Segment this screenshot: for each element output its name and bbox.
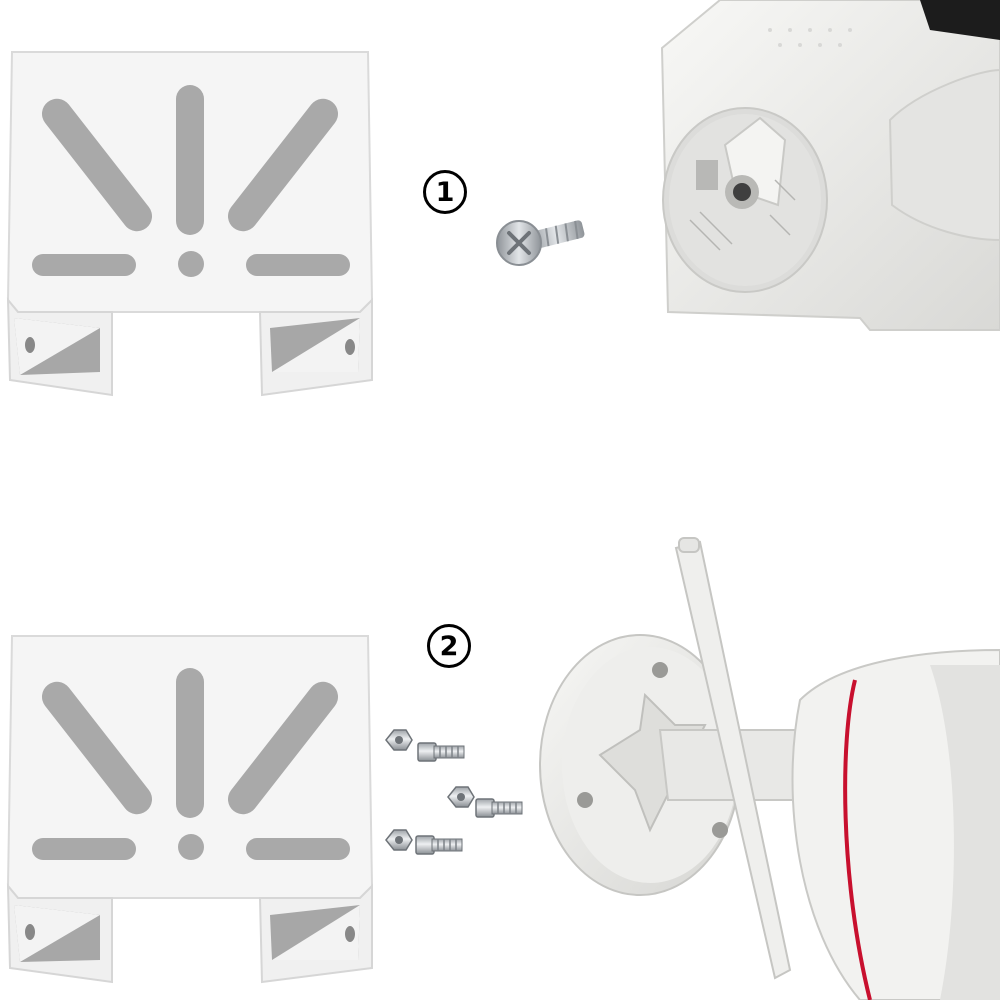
bolt-set — [385, 729, 523, 855]
bullet-camera — [539, 537, 1000, 1000]
step-1-illustration — [6, 0, 1000, 397]
step-2-number-badge: 2 — [427, 624, 471, 668]
step-1-number-badge: 1 — [423, 170, 467, 214]
step-2-illustration — [6, 537, 1000, 1000]
phillips-screw — [496, 220, 585, 266]
mounting-bracket — [6, 635, 374, 984]
bolt-2 — [447, 786, 523, 818]
bolt-3 — [385, 829, 463, 855]
camera-underside — [660, 0, 1000, 331]
step-2-panel: 2 — [0, 500, 1000, 1000]
step-1-panel: 1 — [6, 0, 1000, 397]
bolt-1 — [385, 729, 465, 762]
mounting-bracket — [6, 51, 374, 397]
